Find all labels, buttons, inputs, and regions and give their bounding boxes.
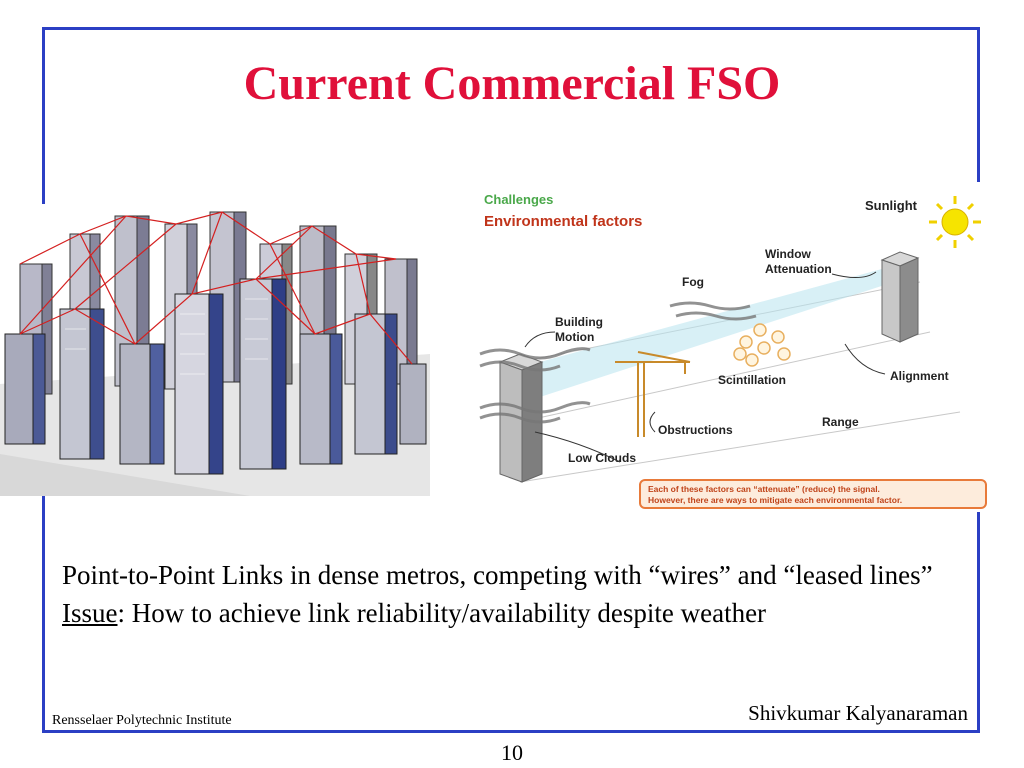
slide-title: Current Commercial FSO	[243, 57, 781, 110]
sunlight-label: Sunlight	[865, 198, 918, 213]
note-box: Each of these factors can “attenuate” (r…	[639, 479, 987, 509]
environmental-factors-diagram: Challenges Environmental factors	[460, 182, 990, 512]
scintillation-label: Scintillation	[718, 373, 786, 387]
issue-text: : How to achieve link reliability/availa…	[117, 598, 767, 628]
env-heading: Environmental factors	[484, 213, 642, 230]
body-issue-line: Issue: How to achieve link reliability/a…	[62, 594, 962, 632]
note-line-1: Each of these factors can “attenuate” (r…	[648, 484, 880, 494]
building-motion-label-1: Building	[555, 315, 603, 329]
sun-icon	[929, 196, 981, 248]
body-line-1: Point-to-Point Links in dense metros, co…	[62, 560, 933, 590]
page-number: 10	[501, 740, 523, 765]
crane-icon	[615, 351, 691, 437]
light-beam	[540, 264, 900, 397]
note-line-2: However, there are ways to mitigate each…	[648, 495, 902, 505]
range-label: Range	[822, 415, 859, 429]
slide-body: Point-to-Point Links in dense metros, co…	[62, 556, 962, 632]
building-motion-label-2: Motion	[555, 330, 594, 344]
low-clouds-label: Low Clouds	[568, 451, 636, 465]
city-fso-illustration	[0, 204, 430, 496]
window-attenuation-label-1: Window	[765, 247, 812, 261]
window-attenuation-label-2: Attenuation	[765, 262, 832, 276]
fog-label: Fog	[682, 275, 704, 289]
footer-author: Shivkumar Kalyanaraman	[748, 701, 968, 725]
obstructions-label: Obstructions	[658, 423, 733, 437]
scintillation-bubbles	[733, 323, 791, 367]
challenges-label: Challenges	[484, 192, 553, 207]
issue-label: Issue	[62, 598, 118, 628]
footer-institution: Rensselaer Polytechnic Institute	[52, 713, 232, 728]
right-building	[880, 251, 920, 343]
alignment-label: Alignment	[890, 369, 949, 383]
